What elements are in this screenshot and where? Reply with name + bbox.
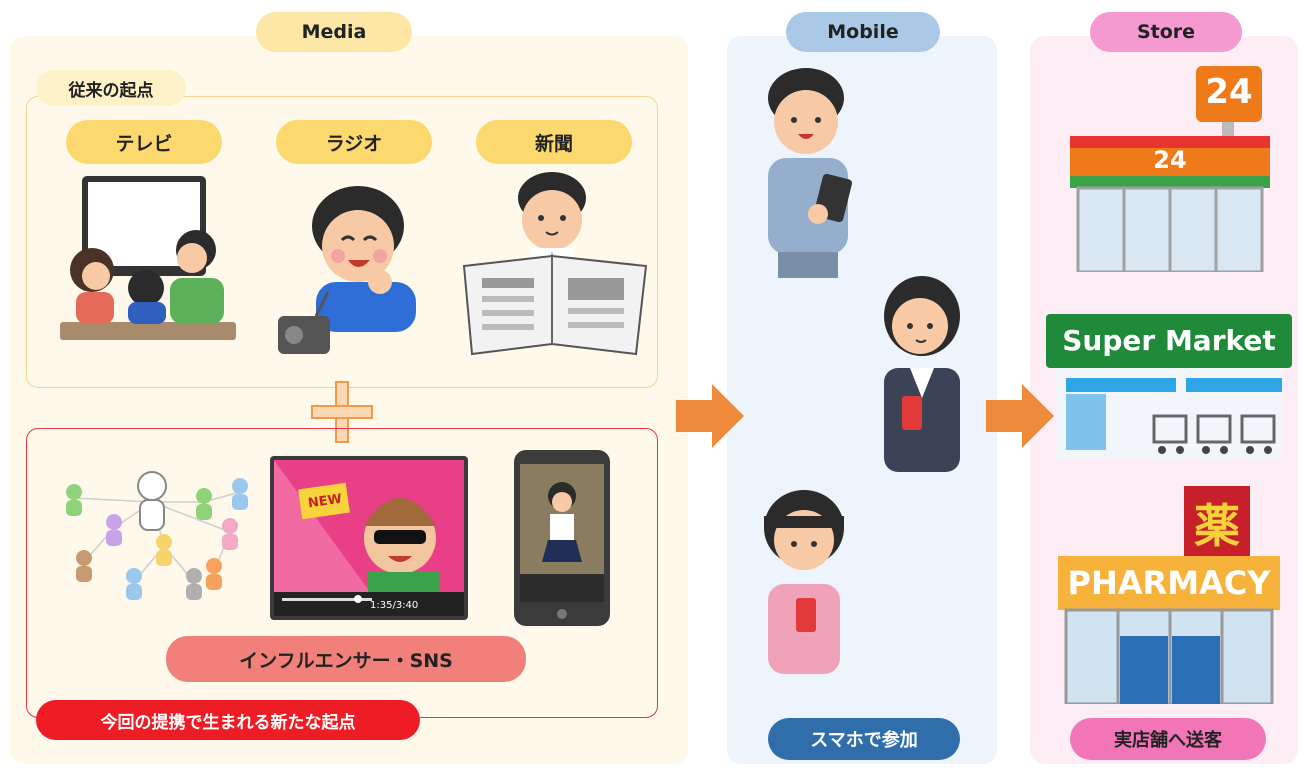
- traditional-media-label: 従来の起点: [36, 70, 186, 106]
- store-caption: 実店舗へ送客: [1070, 718, 1266, 760]
- pharmacy-kanji-sign: 薬: [1194, 499, 1240, 553]
- convenience-store-icon: [1070, 66, 1270, 272]
- pharmacy-icon: [1058, 486, 1280, 704]
- girl-with-smartphone-icon: [754, 486, 854, 674]
- smartphone-video-icon: [514, 450, 610, 626]
- mobile-header: Mobile: [786, 12, 940, 52]
- supermarket-sign: Super Market: [1062, 324, 1276, 357]
- man-reading-newspaper-icon: [460, 168, 650, 358]
- convenience-top-sign: 24: [1205, 72, 1253, 112]
- boy-listening-radio-icon: [276, 172, 436, 358]
- radio-label: ラジオ: [276, 120, 432, 164]
- mobile-caption: スマホで参加: [768, 718, 960, 760]
- pharmacy-sign: PHARMACY: [1067, 564, 1271, 602]
- newspaper-label: 新聞: [476, 120, 632, 164]
- family-watching-tv-icon: [58, 174, 238, 344]
- social-network-icon: [54, 462, 258, 602]
- video-time: 1:35/3:40: [370, 600, 419, 611]
- arrow-right-icon: [676, 384, 744, 448]
- supermarket-icon: [1046, 314, 1292, 460]
- convenience-awning-sign: 24: [1153, 146, 1187, 174]
- arrow-right-icon-2: [986, 384, 1054, 448]
- plus-icon: [310, 380, 374, 444]
- man-with-smartphone-icon: [748, 66, 868, 280]
- influencer-sns-caption: インフルエンサー・SNS: [166, 636, 526, 682]
- influencer-video-icon: [270, 456, 468, 620]
- media-header: Media: [256, 12, 412, 52]
- tv-label: テレビ: [66, 120, 222, 164]
- new-channels-label: 今回の提携で生まれる新たな起点: [36, 700, 420, 740]
- woman-with-smartphone-icon: [872, 272, 972, 472]
- store-header: Store: [1090, 12, 1242, 52]
